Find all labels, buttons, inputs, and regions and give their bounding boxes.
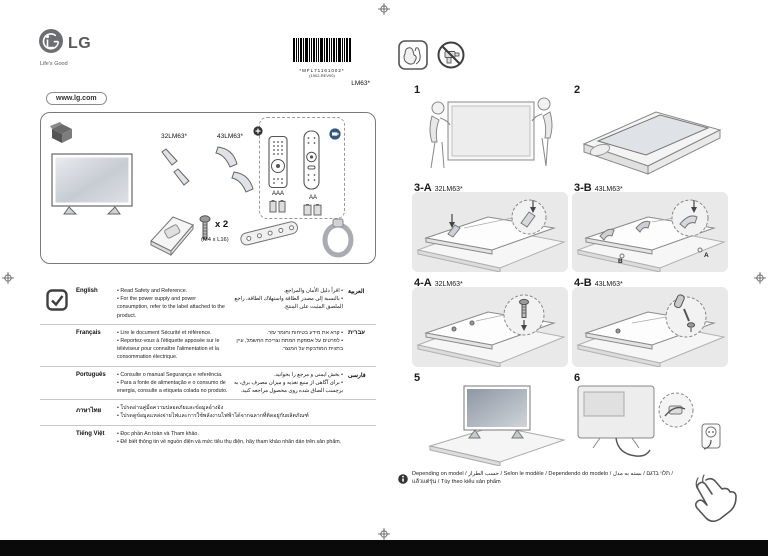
step-label-3a: 3-A 32LM63* xyxy=(414,182,463,194)
regmark-bottom-icon xyxy=(378,527,390,540)
no-power-tool-icon xyxy=(436,40,466,75)
hand-flick-icon xyxy=(692,474,738,527)
packaging-icon xyxy=(49,121,75,150)
battery-aaa-label: AAA xyxy=(272,191,285,197)
lang-line: • Lire le document Sécurité et référence… xyxy=(117,329,212,336)
depending-on-model-note: Depending on model / حسب الطراز / Selon … xyxy=(412,471,673,485)
lang-line: • اقرأ دليل الأمان والمراجع. xyxy=(283,288,343,294)
step-label-4a: 4-A 32LM63* xyxy=(414,277,463,289)
remote-control-icon xyxy=(267,135,289,194)
lang-name-rtl: العربية xyxy=(348,289,365,295)
battery-aa-label: AA xyxy=(309,195,318,201)
barcode: *MFL71161002* (1902-REV00) xyxy=(290,38,354,78)
step-label-6: 6 xyxy=(574,372,581,384)
barcode-text: *MFL71161002* xyxy=(299,68,345,73)
step-3b-illustration xyxy=(572,192,728,277)
lang-line: • โปรดอ่านคู่มือความปลอดภัยและข้อมูลอ้าง… xyxy=(117,405,224,412)
screw-spec-label: (M4 x L16) xyxy=(201,237,229,243)
step-6-illustration xyxy=(572,382,728,471)
lang-name: Tiếng Việt xyxy=(76,430,105,437)
step-4a-illustration xyxy=(412,287,568,372)
callout-letter-b: B xyxy=(618,258,623,265)
lang-row-portuguese: Português • Consulte o manual Segurança … xyxy=(40,367,376,401)
soft-hands-icon xyxy=(398,40,428,75)
info-icon xyxy=(398,471,408,489)
lang-row-thai: ภาษาไทย • โปรดอ่านคู่มือความปลอดภัยและข้… xyxy=(40,400,376,426)
regmark-top-icon xyxy=(378,2,390,15)
regmark-left-icon xyxy=(2,271,14,284)
lang-text-rtl: • اقرأ دليل الأمان والمراجع. • بالنسبة إ… xyxy=(233,287,343,312)
step-5-illustration xyxy=(412,382,568,471)
battery-insert-icon xyxy=(329,127,341,145)
lang-line: • קרא את מידע בטיחות וחומר עזר. xyxy=(266,329,343,336)
lang-row-vietnamese: Tiếng Việt • Đọc phần An toàn và Tham kh… xyxy=(40,426,376,450)
step-label-4b: 4-B 43LM63* xyxy=(574,277,623,289)
step-2-illustration xyxy=(572,94,728,185)
lang-row-french: Français • Lire le document Sécurité et … xyxy=(40,325,376,367)
check-icon xyxy=(46,289,68,316)
magic-remote-icon xyxy=(301,129,323,198)
lang-line: • Consulte o manual Segurança e referênc… xyxy=(117,371,223,378)
cable-holder-icon xyxy=(236,214,306,260)
lang-line: • بالنسبة إلى مصدر الطاقة واستهلاك الطاق… xyxy=(234,296,343,311)
lang-line: • برای آگاهی از منبع تغذیه و میزان مصرف … xyxy=(233,379,343,395)
lang-text: • Consulte o manual Segurança e referênc… xyxy=(117,371,228,396)
lang-name: Português xyxy=(76,371,106,378)
page-edge-bar xyxy=(0,540,768,556)
accessory-pack-icon xyxy=(147,211,197,262)
step-label-5: 5 xyxy=(414,372,421,384)
barcode-rev: (1902-REV00) xyxy=(309,73,335,78)
lg-logo-mark-icon xyxy=(38,28,64,59)
lang-line: • Reportez-vous à l'étiquette apposée su… xyxy=(117,338,220,361)
lang-line: • For the power supply and power consump… xyxy=(117,296,225,319)
regmark-right-icon xyxy=(754,271,766,284)
step-1-illustration xyxy=(412,94,568,185)
lang-text: • Đọc phần An toàn và Tham khảo. • Để bi… xyxy=(117,430,374,446)
model-code: LM63* xyxy=(351,80,370,87)
step-label-2: 2 xyxy=(574,84,581,96)
language-table: English • Read Safety and Reference. • F… xyxy=(40,283,376,450)
lang-line: • โปรดดูข้อมูลแหล่งจ่ายไฟและการใช้พลังงา… xyxy=(117,413,309,420)
lang-name: English xyxy=(76,288,98,294)
step-label-3b: 3-B 43LM63* xyxy=(574,182,623,194)
accessories-box: 32LM63* 43LM63* xyxy=(40,112,376,264)
lang-name: ภาษาไทย xyxy=(76,408,102,415)
brand-text: LG xyxy=(68,34,92,52)
lang-line: • Để biết thông tin về nguồn điện và mức… xyxy=(117,438,342,445)
lang-row-english: English • Read Safety and Reference. • F… xyxy=(40,283,376,325)
stand-feet-43-icon xyxy=(213,141,259,202)
screw-icon xyxy=(199,215,211,248)
lang-line: • לפרטים על אספקת המתח וצריכת החשמל, עיי… xyxy=(236,338,343,353)
lang-name-rtl: فارسی xyxy=(348,372,366,379)
accessory-model-b-label: 43LM63* xyxy=(217,133,244,140)
barcode-icon xyxy=(293,38,351,62)
battery-aaa-icon xyxy=(269,199,287,218)
brand-tagline: Life's Good xyxy=(40,61,68,67)
website-label: www.lg.com xyxy=(46,92,107,105)
tv-illustration xyxy=(51,153,135,222)
lang-text: • Read Safety and Reference. • For the p… xyxy=(117,287,228,320)
stand-feet-32-icon xyxy=(159,145,193,198)
lang-text: • โปรดอ่านคู่มือความปลอดภัยและข้อมูลอ้าง… xyxy=(117,404,374,420)
step-4b-illustration xyxy=(572,287,728,372)
lang-line: • Đọc phần An toàn và Tham khảo. xyxy=(117,430,199,437)
dot-plus-icon xyxy=(253,123,263,141)
cable-strap-icon xyxy=(319,217,357,266)
accessory-model-a-label: 32LM63* xyxy=(161,133,188,140)
screw-count-label: x 2 xyxy=(215,219,229,230)
lang-line: • Read Safety and Reference. xyxy=(117,288,188,294)
step-3a-illustration xyxy=(412,192,568,277)
lang-name: Français xyxy=(76,329,101,336)
lang-line: • بخش ایمنی و مرجع را بخوانید. xyxy=(273,371,343,378)
lang-text: • Lire le document Sécurité et référence… xyxy=(117,329,228,362)
step-label-1: 1 xyxy=(414,84,421,96)
lang-line: • Para a fonte de alimentação e o consum… xyxy=(117,379,228,395)
battery-aa-icon xyxy=(303,203,323,221)
lang-name-rtl: עברית xyxy=(348,329,366,336)
remotes-group-outline xyxy=(259,117,345,219)
lg-logo: LG Life's Good xyxy=(38,28,108,67)
callout-letter-a: A xyxy=(704,252,709,259)
lang-text-rtl: • بخش ایمنی و مرجع را بخوانید. • برای آگ… xyxy=(233,371,343,396)
lang-text-rtl: • קרא את מידע בטיחות וחומר עזר. • לפרטים… xyxy=(233,329,343,354)
